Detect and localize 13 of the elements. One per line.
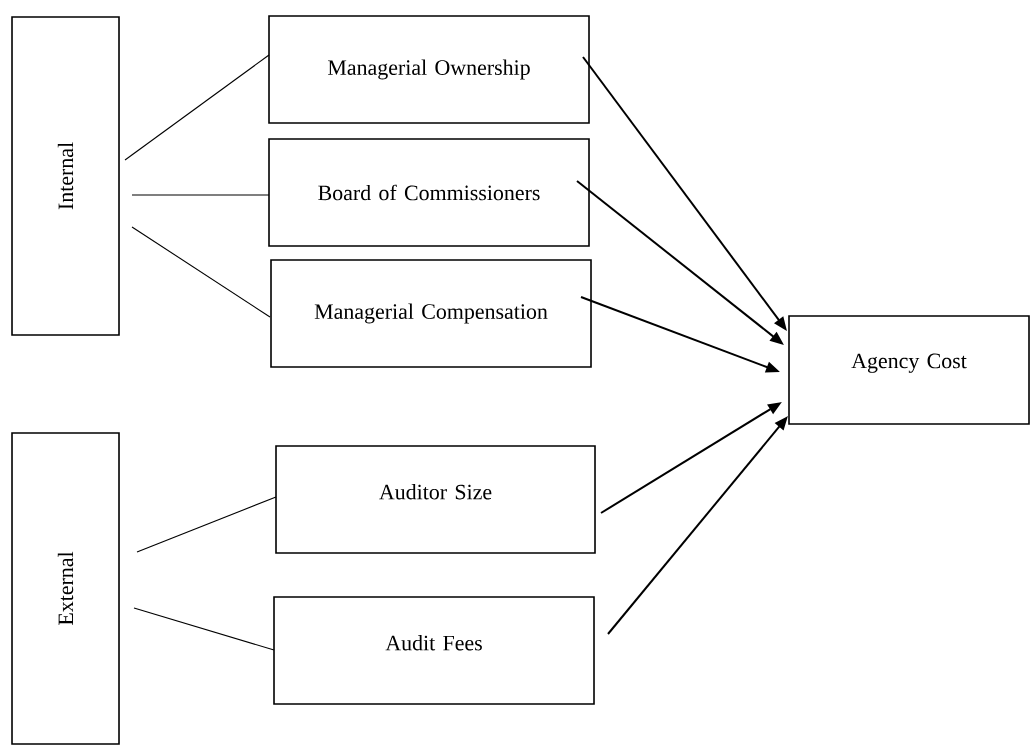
connector-line	[131, 226, 271, 318]
factor-box: Agency Cost	[788, 315, 1030, 425]
group-box: External	[11, 432, 120, 745]
connector-line	[136, 496, 277, 553]
factor-box: Board of Commissioners	[268, 138, 590, 247]
connector-line	[133, 607, 275, 651]
factor-box: Auditor Size	[275, 445, 596, 554]
factor-box: Managerial Ownership	[268, 15, 590, 124]
connector-line	[131, 194, 270, 196]
connector-line	[124, 54, 270, 161]
factor-box: Managerial Compensation	[270, 259, 592, 368]
factor-box: Audit Fees	[273, 596, 595, 705]
group-box: Internal	[11, 16, 120, 336]
